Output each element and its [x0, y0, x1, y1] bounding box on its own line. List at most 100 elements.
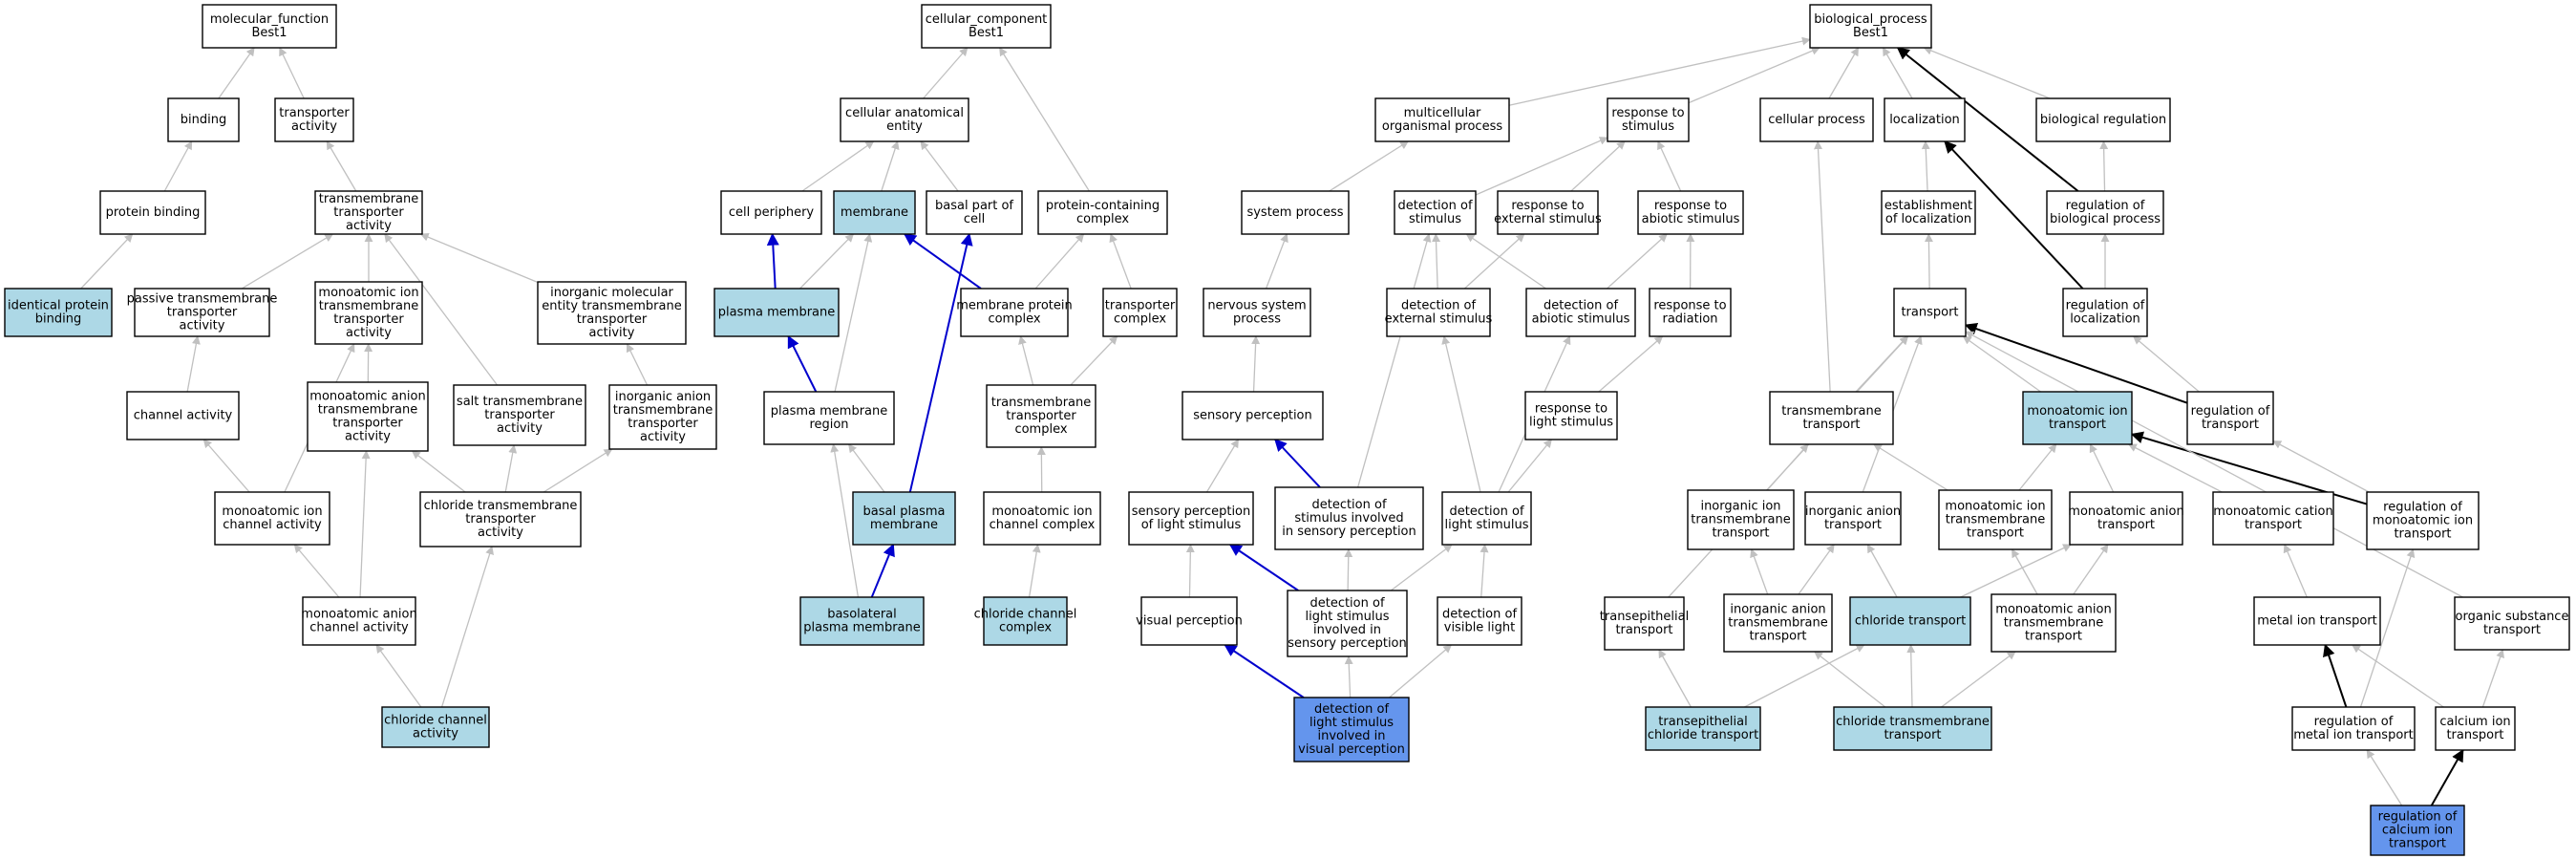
term-node-iatta[interactable]: inorganic aniontransmembranetransportera… — [608, 384, 717, 450]
term-label-line: channel activity — [309, 621, 409, 635]
edge-tect-to-tet — [1658, 649, 1692, 708]
term-box — [1524, 391, 1618, 440]
term-label-line: organismal process — [1382, 119, 1502, 134]
term-node-chact[interactable]: channel activity — [126, 391, 240, 440]
term-node-vp[interactable]: visual perception — [1136, 596, 1243, 646]
term-box — [1759, 97, 1874, 142]
edge-romit-to-rot — [2272, 440, 2370, 493]
term-node-cp[interactable]: cellular process — [1759, 97, 1874, 142]
term-label-line: transporter — [1105, 299, 1176, 313]
term-node-sysp[interactable]: system process — [1241, 190, 1350, 235]
edge-line — [1873, 443, 1948, 491]
term-label-line: activity — [346, 219, 392, 233]
term-label-line: transmembrane — [1781, 404, 1882, 419]
term-node-matta[interactable]: monoatomic aniontransmembranetransporter… — [307, 381, 429, 452]
term-node-binding[interactable]: binding — [167, 97, 240, 142]
term-node-clt[interactable]: chloride transport — [1849, 596, 1971, 646]
term-node-trans[interactable]: transport — [1893, 288, 1967, 337]
term-node-pb[interactable]: protein binding — [99, 190, 206, 235]
term-node-pm[interactable]: plasma membrane — [713, 288, 840, 337]
edge-tact-to-mf — [279, 47, 305, 99]
term-node-breg[interactable]: biological regulation — [2035, 97, 2171, 142]
term-node-mit2[interactable]: metal ion transport — [2253, 596, 2381, 646]
term-label-line: chloride transmembrane — [1836, 715, 1990, 729]
term-label-line: nervous system — [1207, 299, 1306, 313]
term-box — [1386, 288, 1491, 337]
term-node-mem[interactable]: membrane — [833, 190, 916, 235]
term-node-mitta[interactable]: monoatomic iontransmembranetransporterac… — [314, 281, 423, 345]
term-label-line: metal ion transport — [2257, 614, 2376, 629]
edge-bpm-to-bpc — [908, 232, 973, 493]
term-label-line: biological regulation — [2040, 113, 2166, 127]
term-node-loc[interactable]: localization — [1884, 97, 1966, 142]
term-node-sperc[interactable]: sensory perception — [1182, 391, 1324, 440]
term-label-line: monoatomic anion — [2068, 505, 2183, 519]
edge-line — [2283, 544, 2308, 598]
edge-clt-to-iat — [1866, 544, 1898, 598]
term-node-cper[interactable]: cell periphery — [720, 190, 822, 235]
term-label-line: passive transmembrane — [127, 292, 278, 307]
term-node-ctta[interactable]: chloride transmembranetransporteractivit… — [419, 491, 582, 548]
